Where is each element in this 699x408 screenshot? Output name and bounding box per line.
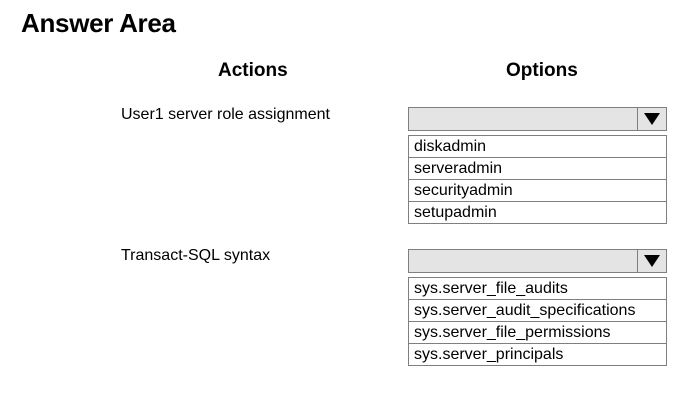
- dropdown-option[interactable]: setupadmin: [409, 202, 666, 224]
- triangle-down-icon: [644, 255, 660, 267]
- dropdown-option[interactable]: diskadmin: [409, 136, 666, 158]
- dropdown-select-role-assignment[interactable]: [408, 107, 667, 131]
- dropdown-option[interactable]: sys.server_file_permissions: [409, 322, 666, 344]
- dropdown-options-list: sys.server_file_audits sys.server_audit_…: [408, 277, 667, 366]
- page-title: Answer Area: [21, 8, 176, 38]
- dropdown-option[interactable]: sys.server_audit_specifications: [409, 300, 666, 322]
- options-column-header: Options: [506, 60, 578, 81]
- dropdown-arrow-button[interactable]: [637, 107, 667, 131]
- dropdown-tsql-syntax: sys.server_file_audits sys.server_audit_…: [408, 249, 667, 366]
- actions-column-header: Actions: [218, 60, 288, 81]
- dropdown-role-assignment: diskadmin serveradmin securityadmin setu…: [408, 107, 667, 224]
- triangle-down-icon: [644, 113, 660, 125]
- dropdown-options-list: diskadmin serveradmin securityadmin setu…: [408, 135, 667, 224]
- dropdown-option[interactable]: sys.server_principals: [409, 344, 666, 366]
- dropdown-select-tsql-syntax[interactable]: [408, 249, 667, 273]
- dropdown-option[interactable]: sys.server_file_audits: [409, 278, 666, 300]
- dropdown-arrow-button[interactable]: [637, 249, 667, 273]
- action-label-tsql-syntax: Transact-SQL syntax: [121, 247, 271, 264]
- dropdown-option[interactable]: serveradmin: [409, 158, 666, 180]
- dropdown-option[interactable]: securityadmin: [409, 180, 666, 202]
- action-label-role-assignment: User1 server role assignment: [121, 106, 330, 123]
